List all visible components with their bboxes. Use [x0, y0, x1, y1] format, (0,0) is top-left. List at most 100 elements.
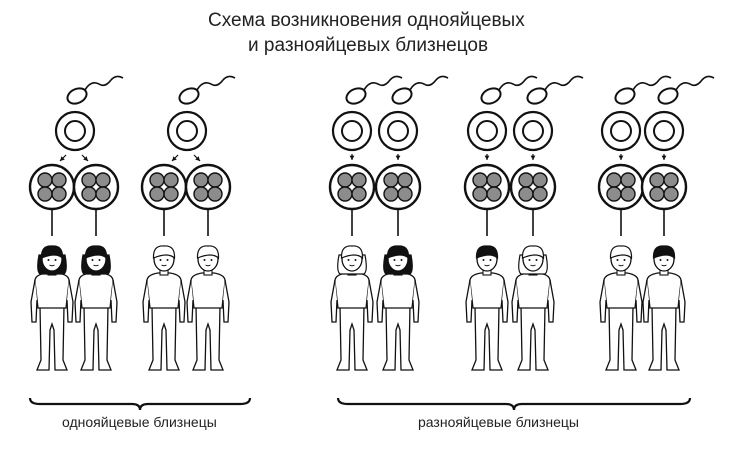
blastomere-icon — [351, 172, 367, 188]
caption-identical-twins: однояйцевые близнецы — [62, 414, 217, 430]
blastomere-icon — [486, 172, 502, 188]
hair-icon — [40, 245, 64, 260]
blastomere-icon — [649, 172, 665, 188]
embryo-four-cell-icon — [184, 163, 232, 211]
hair-icon — [196, 245, 220, 260]
twin-group-fraternal — [597, 75, 715, 371]
blastomere-icon — [149, 186, 165, 202]
sperm-icon — [480, 75, 538, 105]
blastomere-icon — [532, 172, 548, 188]
boy-figure-icon — [599, 245, 643, 371]
boy-figure-icon — [186, 245, 230, 371]
sperm-icon — [657, 75, 715, 105]
arrow-head-icon — [661, 155, 667, 160]
blastomere-icon — [207, 186, 223, 202]
hair-icon — [521, 245, 545, 260]
blastomere-icon — [37, 172, 53, 188]
embryo-four-cell-icon — [72, 163, 120, 211]
arrow-head-icon — [349, 155, 355, 160]
hair-icon — [609, 245, 633, 260]
sperm-icon — [391, 75, 449, 105]
blastomere-icon — [518, 172, 534, 188]
twin-group-identical — [140, 75, 236, 371]
sperm-icon — [614, 75, 672, 105]
boy-figure-icon — [465, 245, 509, 371]
egg-cell-icon — [466, 110, 508, 152]
hair-icon — [84, 245, 108, 260]
egg-cell-icon — [377, 110, 419, 152]
blastomere-icon — [397, 186, 413, 202]
blastomere-icon — [163, 172, 179, 188]
blastomere-icon — [81, 186, 97, 202]
boy-figure-icon — [642, 245, 686, 371]
hair-icon — [386, 245, 410, 260]
sperm-icon — [178, 75, 236, 105]
blastomere-icon — [397, 172, 413, 188]
blastomere-icon — [163, 186, 179, 202]
girl-figure-icon — [30, 245, 74, 371]
blastomere-icon — [37, 186, 53, 202]
arrow-head-icon — [395, 155, 401, 160]
blastomere-icon — [149, 172, 165, 188]
egg-cell-icon — [512, 110, 554, 152]
blastomere-icon — [337, 172, 353, 188]
embryo-four-cell-icon — [140, 163, 188, 211]
hair-icon — [340, 245, 364, 260]
blastomere-icon — [207, 172, 223, 188]
arrow-head-icon — [195, 156, 200, 161]
twin-group-fraternal — [463, 75, 584, 371]
blastomere-icon — [606, 172, 622, 188]
blastomere-icon — [51, 186, 67, 202]
egg-cell-icon — [166, 110, 208, 152]
hair-icon — [652, 245, 676, 260]
blastomere-icon — [193, 172, 209, 188]
egg-cell-icon — [600, 110, 642, 152]
hair-icon — [475, 245, 499, 260]
blastomere-icon — [193, 186, 209, 202]
group-brace — [28, 397, 252, 411]
girl-figure-icon — [511, 245, 555, 371]
blastomere-icon — [649, 186, 665, 202]
girl-figure-icon — [376, 245, 420, 371]
blastomere-icon — [81, 172, 97, 188]
girl-figure-icon — [330, 245, 374, 371]
embryo-four-cell-icon — [640, 163, 688, 211]
group-brace — [336, 397, 692, 411]
blastomere-icon — [95, 172, 111, 188]
egg-cell-icon — [331, 110, 373, 152]
blastomere-icon — [663, 172, 679, 188]
blastomere-icon — [532, 186, 548, 202]
hair-icon — [152, 245, 176, 260]
sperm-icon — [345, 75, 403, 105]
girl-figure-icon — [74, 245, 118, 371]
sperm-icon — [526, 75, 584, 105]
caption-fraternal-twins: разнояйцевые близнецы — [418, 414, 579, 430]
blastomere-icon — [51, 172, 67, 188]
blastomere-icon — [383, 172, 399, 188]
sperm-icon — [66, 75, 124, 105]
embryo-four-cell-icon — [328, 163, 376, 211]
diagram-title-line-1: Схема возникновения однояйцевых — [208, 10, 525, 31]
twin-group-identical — [28, 75, 124, 371]
embryo-four-cell-icon — [509, 163, 557, 211]
embryo-four-cell-icon — [597, 163, 645, 211]
blastomere-icon — [606, 186, 622, 202]
blastomere-icon — [95, 186, 111, 202]
embryo-four-cell-icon — [28, 163, 76, 211]
twin-group-fraternal — [328, 75, 449, 371]
blastomere-icon — [383, 186, 399, 202]
blastomere-icon — [620, 172, 636, 188]
blastomere-icon — [337, 186, 353, 202]
blastomere-icon — [620, 186, 636, 202]
egg-cell-icon — [54, 110, 96, 152]
arrow-head-icon — [172, 156, 177, 161]
blastomere-icon — [663, 186, 679, 202]
arrow-head-icon — [60, 156, 65, 161]
embryo-four-cell-icon — [463, 163, 511, 211]
blastomere-icon — [518, 186, 534, 202]
arrow-head-icon — [530, 155, 536, 160]
diagram-title-line-2: и разнояйцевых близнецов — [248, 35, 489, 56]
embryo-four-cell-icon — [374, 163, 422, 211]
blastomere-icon — [351, 186, 367, 202]
